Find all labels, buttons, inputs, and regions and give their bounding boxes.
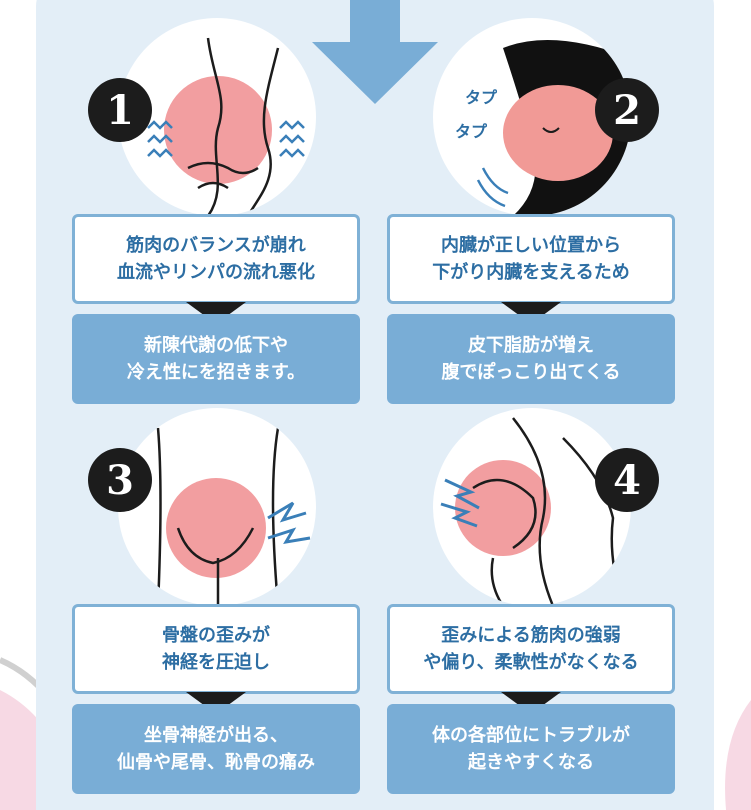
cause-box-2: 内臓が正しい位置から 下がり内臓を支えるため	[387, 214, 675, 304]
cause-text-4a: 歪みによる筋肉の強弱	[441, 625, 621, 646]
down-arrow-icon	[312, 0, 438, 104]
illustration-circle-3	[118, 408, 316, 606]
result-text-1a: 新陳代謝の低下や	[144, 335, 288, 356]
result-text-4a: 体の各部位にトラブルが	[432, 725, 630, 746]
step-number-3: 3	[88, 448, 152, 512]
result-box-3: 坐骨神経が出る、 仙骨や尾骨、恥骨の痛み	[72, 704, 360, 794]
sound-text-2: タプ	[455, 122, 488, 141]
result-text-3a: 坐骨神経が出る、	[144, 725, 288, 746]
knee-illustration	[440, 417, 625, 606]
cause-text-3b: 神経を圧迫し	[162, 652, 270, 673]
cause-text-1a: 筋肉のバランスが崩れ	[126, 235, 306, 256]
cause-text-3a: 骨盤の歪みが	[162, 625, 270, 646]
result-text-2b: 腹でぽっこり出てくる	[441, 362, 621, 383]
result-text-1b: 冷え性にを招きます。	[126, 362, 306, 383]
result-box-1: 新陳代謝の低下や 冷え性にを招きます。	[72, 314, 360, 404]
result-text-2a: 皮下脂肪が増え	[468, 335, 594, 356]
illustration-circle-1	[118, 18, 316, 216]
belly-illustration	[476, 40, 631, 216]
cause-text-2a: 内臓が正しい位置から	[441, 235, 621, 256]
illustration-circle-4	[433, 408, 631, 606]
cause-box-1: 筋肉のバランスが崩れ 血流やリンパの流れ悪化	[72, 214, 360, 304]
result-box-2: 皮下脂肪が増え 腹でぽっこり出てくる	[387, 314, 675, 404]
result-box-4: 体の各部位にトラブルが 起きやすくなる	[387, 704, 675, 794]
cause-box-4: 歪みによる筋肉の強弱 や偏り、柔軟性がなくなる	[387, 604, 675, 694]
cause-text-1b: 血流やリンパの流れ悪化	[117, 262, 315, 283]
cause-text-2b: 下がり内臓を支えるため	[432, 262, 630, 283]
result-text-4b: 起きやすくなる	[468, 752, 594, 773]
step-number-4: 4	[595, 448, 659, 512]
cause-text-4b: や偏り、柔軟性がなくなる	[423, 652, 639, 673]
pelvis-illustration	[156, 427, 311, 606]
cause-box-3: 骨盤の歪みが 神経を圧迫し	[72, 604, 360, 694]
result-text-3b: 仙骨や尾骨、恥骨の痛み	[117, 752, 315, 773]
sound-text-1: タプ	[465, 88, 498, 107]
cold-feet-illustration	[147, 37, 305, 216]
step-number-1: 1	[88, 78, 152, 142]
step-number-2: 2	[595, 78, 659, 142]
